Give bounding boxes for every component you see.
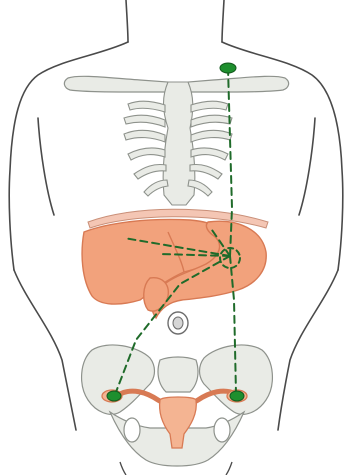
digestive-organs (82, 220, 266, 319)
right-pelvic-point-icon (230, 391, 244, 401)
right-obturator (214, 418, 230, 442)
left-obturator (124, 418, 140, 442)
rib-right-4 (191, 148, 228, 160)
neck-left-line (126, 0, 128, 42)
rib-left-1 (128, 101, 165, 112)
sacrum (158, 357, 198, 392)
left-pelvic-point-icon (107, 391, 121, 401)
left-clavicle (64, 76, 168, 92)
rib-left-4 (128, 148, 165, 160)
right-armpit-line (299, 118, 315, 215)
left-armpit-line (38, 118, 54, 215)
rib-right-2 (191, 115, 232, 127)
rib-cage (124, 82, 232, 205)
rib-right-3 (191, 130, 232, 142)
neck-right-line (222, 0, 224, 42)
navel-inner (173, 317, 183, 329)
rib-right-1 (191, 101, 228, 112)
navel (168, 312, 188, 334)
right-side-line (278, 270, 338, 430)
left-side-line (14, 270, 76, 430)
rib-left-3 (124, 130, 165, 142)
rib-left-5 (134, 164, 166, 179)
left-ilium (82, 345, 155, 414)
right-thigh-line (226, 462, 232, 475)
right-clavicle (188, 76, 289, 92)
shoulder-point-icon (220, 63, 236, 73)
left-thigh-line (120, 462, 126, 475)
rib-left-2 (124, 115, 165, 127)
